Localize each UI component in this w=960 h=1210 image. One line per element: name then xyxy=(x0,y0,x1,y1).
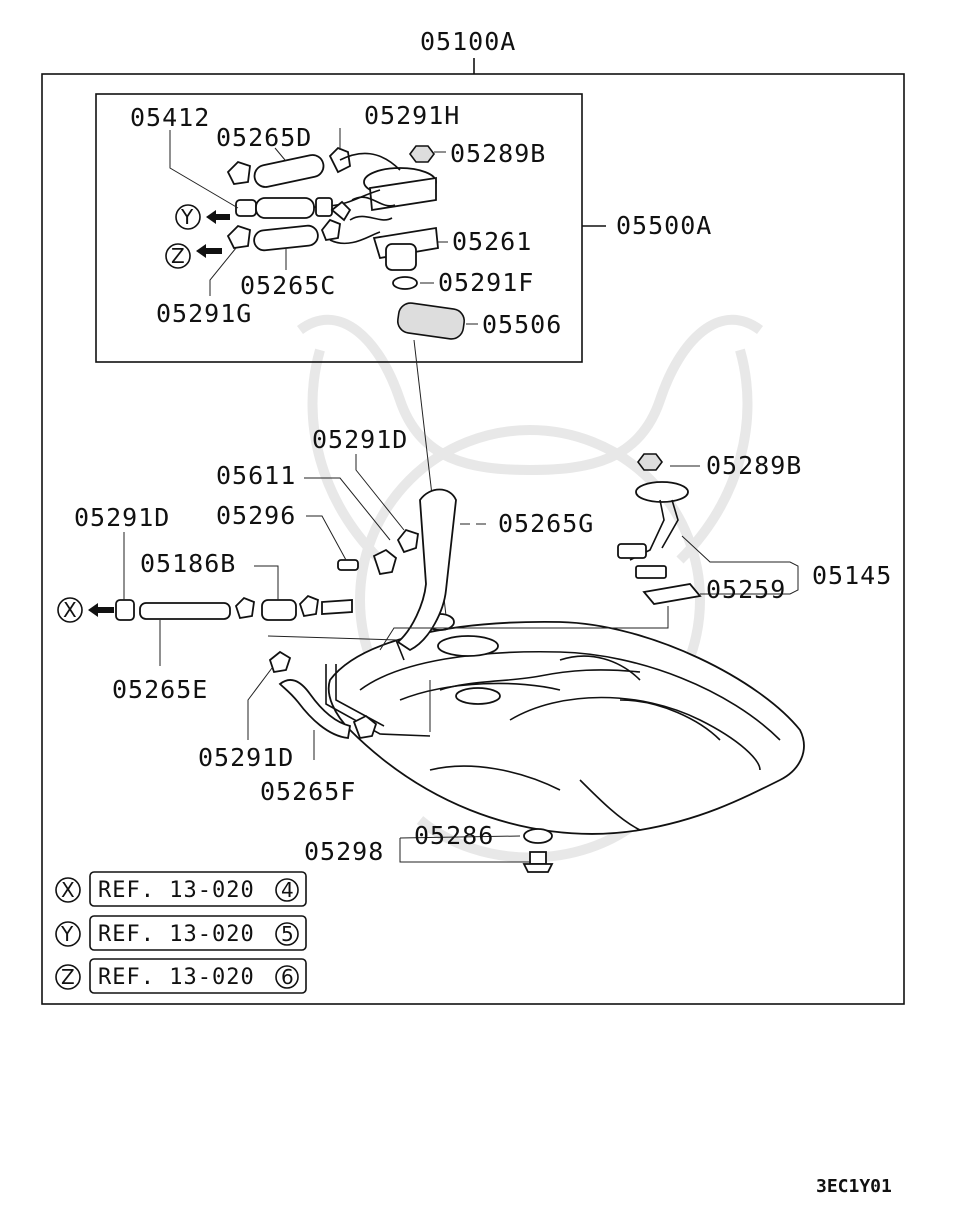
part-05259-label: 05259 xyxy=(706,575,786,604)
ref-x-box xyxy=(89,871,307,907)
assembly-label: 05100A xyxy=(420,27,516,56)
ref-y-marker-text: Y xyxy=(60,922,74,946)
ref-x-text: REF. 13-020 xyxy=(98,878,255,903)
part-05506-label: 05506 xyxy=(482,310,562,339)
ref-z-text: REF. 13-020 xyxy=(98,965,255,990)
part-05291D-c-label: 05291D xyxy=(198,743,294,772)
part-05412-label: 05412 xyxy=(130,103,210,132)
drawing-code: 3EC1Y01 xyxy=(816,1176,892,1197)
ref-z-marker-text: Z xyxy=(61,965,75,989)
part-05291F-label: 05291F xyxy=(438,268,534,297)
part-05291D-b-label: 05291D xyxy=(74,503,170,532)
ref-y-num-circle xyxy=(275,922,299,946)
assembly-frame xyxy=(41,73,905,1005)
ref-z-box xyxy=(89,958,307,994)
part-05298-label: 05298 xyxy=(304,837,384,866)
ref-z-marker xyxy=(55,964,81,990)
part-05265D-label: 05265D xyxy=(216,123,312,152)
connector-y-circle xyxy=(175,204,201,230)
connector-z-circle xyxy=(165,243,191,269)
filler-hose-drawing xyxy=(115,488,554,873)
pump-module-label: 05500A xyxy=(616,211,712,240)
ref-y-marker xyxy=(55,921,81,947)
part-05291G-label: 05291G xyxy=(156,299,252,328)
connector-x-circle xyxy=(57,597,83,623)
part-05265F-label: 05265F xyxy=(260,777,356,806)
arrow-z-icon xyxy=(196,244,222,258)
ref-y-text: REF. 13-020 xyxy=(98,922,255,947)
ref-z-num-circle xyxy=(275,965,299,989)
connector-z-label: Z xyxy=(171,244,185,268)
ref-x-num: 4 xyxy=(281,878,294,902)
part-05289B-right-label: 05289B xyxy=(706,451,802,480)
part-05286-label: 05286 xyxy=(414,821,494,850)
part-05265E-label: 05265E xyxy=(112,675,208,704)
pump-module-frame xyxy=(95,93,583,363)
part-05261-label: 05261 xyxy=(452,227,532,256)
ref-y-num: 5 xyxy=(281,922,294,946)
fuel-pump-module-drawing xyxy=(226,145,466,340)
part-05186B-label: 05186B xyxy=(140,549,236,578)
connector-x-label: X xyxy=(63,598,77,622)
arrow-x-icon xyxy=(88,603,114,617)
part-05291D-a-label: 05291D xyxy=(312,425,408,454)
fuel-tank-drawing xyxy=(325,613,805,835)
part-05611-label: 05611 xyxy=(216,461,296,490)
arrow-y-icon xyxy=(206,210,230,224)
reference-legend: X REF. 13-020 4 Y REF. 13-020 5 Z REF. 1… xyxy=(55,871,307,994)
part-05145-label: 05145 xyxy=(812,561,892,590)
ref-x-num-circle xyxy=(275,878,299,902)
fuel-gauge-unit-drawing xyxy=(617,453,702,605)
ref-x-marker-text: X xyxy=(61,878,75,902)
connector-y-label: Y xyxy=(180,205,194,229)
part-05265G-label: 05265G xyxy=(498,509,594,538)
part-05265C-label: 05265C xyxy=(240,271,336,300)
part-05289B-top-label: 05289B xyxy=(450,139,546,168)
part-05291H-label: 05291H xyxy=(364,101,460,130)
ref-y-box xyxy=(89,915,307,951)
ref-x-marker xyxy=(55,877,81,903)
part-05296-label: 05296 xyxy=(216,501,296,530)
ref-z-num: 6 xyxy=(281,965,294,989)
